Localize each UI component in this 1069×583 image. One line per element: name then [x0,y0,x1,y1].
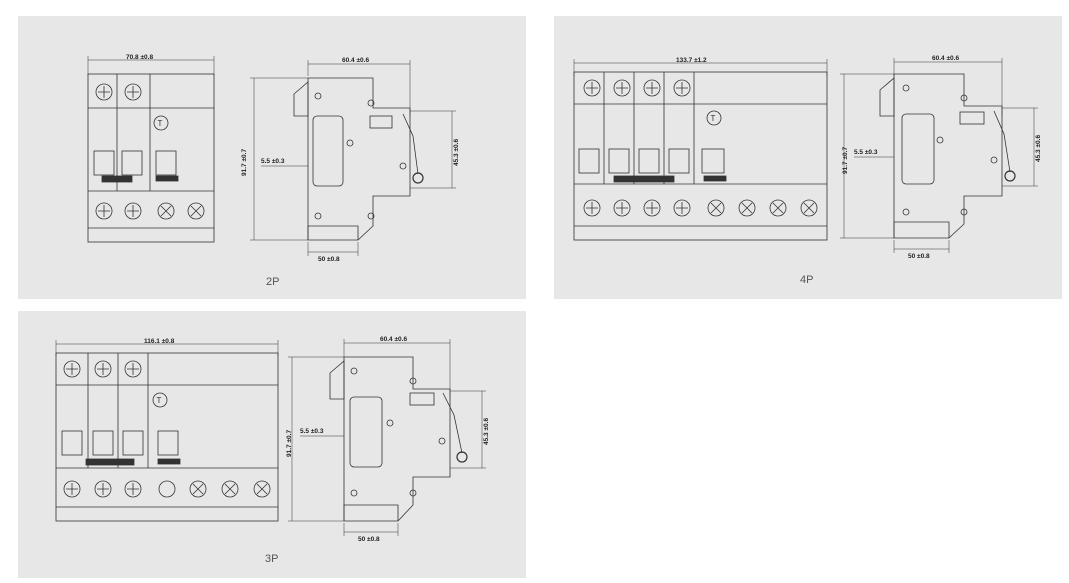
front-view-3p: 116.1 ±0.8 T [55,338,279,522]
dim-height: 91.7 ±0.7 [842,147,849,174]
dim-rail: 5.5 ±0.3 [261,158,285,165]
dim-depth: 45.3 ±0.6 [453,139,460,166]
test-button-glyph: T [158,119,163,128]
drawing-3p: 116.1 ±0.8 T 60.4 [55,336,490,543]
dim-base: 50 ±0.8 [318,256,340,263]
dim-depth: 45.3 ±0.6 [1035,135,1042,162]
drawing-2p: 70.8 ±0.8 T 60.4 ±0.6 [87,54,460,263]
dim-side-width: 60.4 ±0.6 [342,57,369,64]
front-view-2p: 70.8 ±0.8 T [87,54,215,243]
front-view-4p: 133.7 ±1.2 T [573,57,828,241]
test-button-glyph: T [711,114,716,123]
dim-height: 91.7 ±0.7 [286,430,293,457]
test-button-glyph: T [157,396,162,405]
side-view-3p: 60.4 ±0.6 91.7 ±0.7 5.5 ±0.3 45.3 ±0.6 5… [286,336,490,543]
dim-rail: 5.5 ±0.3 [854,149,878,156]
dim-base: 50 ±0.8 [358,536,380,543]
dim-front-width: 133.7 ±1.2 [676,57,707,64]
drawing-4p: 133.7 ±1.2 T [573,55,1042,260]
dim-depth: 45.3 ±0.6 [483,418,490,445]
dim-base: 50 ±0.8 [908,253,930,260]
dim-height: 91.7 ±0.7 [241,149,248,176]
dim-side-width: 60.4 ±0.6 [932,55,959,62]
dim-front-width: 70.8 ±0.8 [126,54,153,61]
drawing-panel-4p: 133.7 ±1.2 T [554,16,1062,299]
dim-front-width: 116.1 ±0.8 [144,338,175,345]
drawing-panel-3p: 116.1 ±0.8 T 60.4 [18,311,526,578]
dim-side-width: 60.4 ±0.6 [380,336,407,343]
dim-rail: 5.5 ±0.3 [300,428,324,435]
panel-caption-4p: 4P [800,274,814,286]
side-view-2p: 60.4 ±0.6 91.7 ±0.7 5.5 ±0.3 45.3 ±0.6 5… [241,57,460,263]
side-view-4p: 60.4 ±0.6 91.7 ±0.7 5.5 ±0.3 45.3 ±0.6 5… [840,55,1042,260]
panel-caption-3p: 3P [265,553,279,565]
drawing-panel-2p: 70.8 ±0.8 T 60.4 ±0.6 [18,16,526,299]
panel-caption-2p: 2P [266,276,280,288]
